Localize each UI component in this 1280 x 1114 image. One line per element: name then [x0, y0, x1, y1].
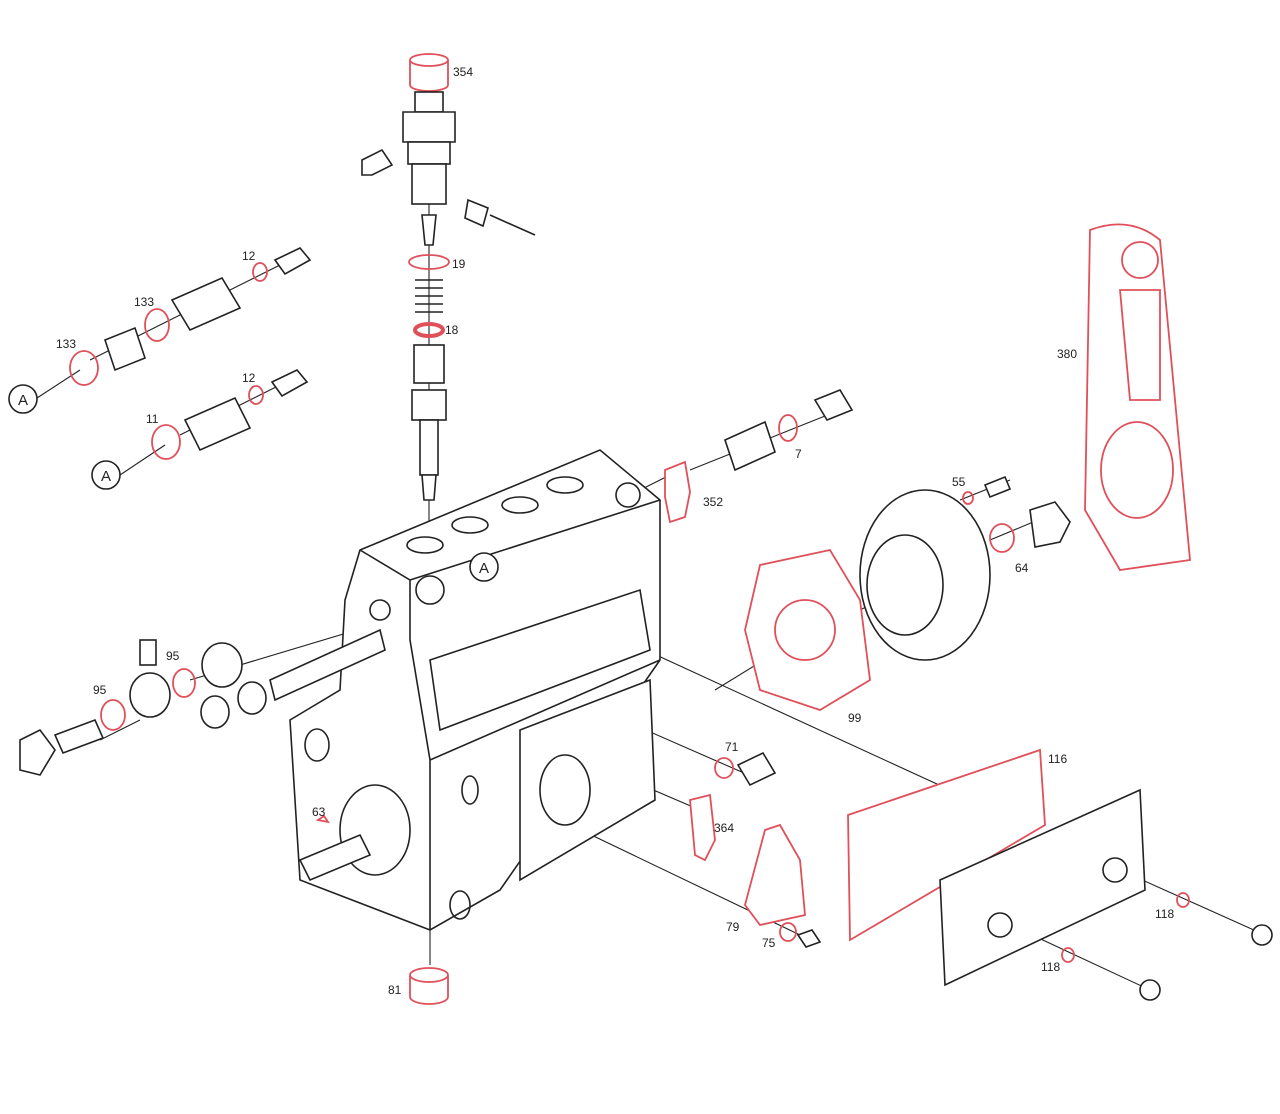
delivery-valve-assembly — [361, 53, 536, 501]
part-label: 75 — [762, 936, 776, 950]
callout-circle-a — [91, 460, 121, 490]
cap-81 — [409, 967, 449, 1005]
part-label: 55 — [952, 475, 966, 489]
top-left-fittings — [69, 247, 312, 460]
right-parts — [315, 223, 1273, 1005]
part-label: 81 — [388, 983, 402, 997]
part-label: 12 — [242, 371, 256, 385]
callout-a-group: A A A — [8, 384, 499, 582]
part-label: 63 — [312, 805, 326, 819]
part-label: 133 — [134, 295, 154, 309]
callout-circle-a — [469, 552, 499, 582]
part-label: 118 — [1041, 960, 1060, 974]
gasket-380 — [1084, 223, 1191, 571]
part-label: 133 — [56, 337, 76, 351]
callout-a: A — [479, 560, 489, 577]
part-label: 118 — [1155, 907, 1174, 921]
callout-circle-a — [8, 384, 38, 414]
callout-a: A — [18, 392, 28, 409]
part-label: 11 — [146, 412, 159, 426]
part-label: 71 — [725, 740, 739, 754]
left-fittings — [19, 628, 386, 776]
part-label: 364 — [714, 821, 734, 835]
part-labels: 354 19 18 12 133 133 12 11 7 352 55 64 3… — [56, 65, 1174, 997]
part-label: 12 — [242, 249, 256, 263]
bracket-364 — [689, 793, 716, 862]
cap-354 — [409, 53, 449, 92]
part-label: 19 — [452, 257, 466, 271]
part-label: 99 — [848, 711, 862, 725]
part-label: 354 — [453, 65, 473, 79]
part-label: 352 — [703, 495, 723, 509]
gasket-116 — [847, 748, 1046, 942]
inspection-cover — [939, 788, 1146, 987]
part-label: 18 — [445, 323, 459, 337]
part-label: 116 — [1048, 752, 1067, 766]
part-label: 95 — [93, 683, 107, 697]
gasket-79 — [744, 823, 806, 927]
bracket-352 — [664, 460, 691, 524]
part-label: 79 — [726, 920, 740, 934]
part-label: 7 — [795, 447, 802, 461]
pump-housing — [289, 449, 661, 931]
gasket-99 — [744, 548, 871, 711]
callout-a: A — [101, 468, 111, 485]
part-label: 380 — [1057, 347, 1077, 361]
part-label: 64 — [1015, 561, 1029, 575]
part-label: 95 — [166, 649, 180, 663]
